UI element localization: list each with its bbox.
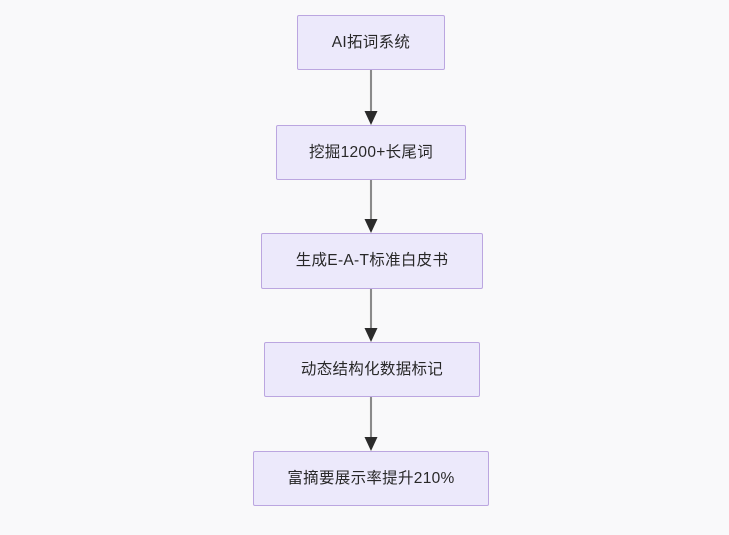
flow-node-ai-keyword-system[interactable]: AI拓词系统 <box>297 15 445 70</box>
flow-node-generate-eat-whitepaper[interactable]: 生成E-A-T标准白皮书 <box>261 233 483 289</box>
edge-node3-node4 <box>364 289 378 342</box>
edge-arrowhead <box>364 219 378 233</box>
flow-node-dynamic-structured-data-markup[interactable]: 动态结构化数据标记 <box>264 342 480 397</box>
edge-arrowhead <box>364 328 378 342</box>
edge-arrowhead <box>364 437 378 451</box>
edge-node1-node2 <box>364 70 378 125</box>
edge-node2-node3 <box>364 180 378 233</box>
edge-node4-node5 <box>364 397 378 451</box>
edge-arrowhead <box>364 111 378 125</box>
flow-node-mine-longtail-keywords[interactable]: 挖掘1200+长尾词 <box>276 125 466 180</box>
flow-node-rich-snippet-impression-lift[interactable]: 富摘要展示率提升210% <box>253 451 489 506</box>
